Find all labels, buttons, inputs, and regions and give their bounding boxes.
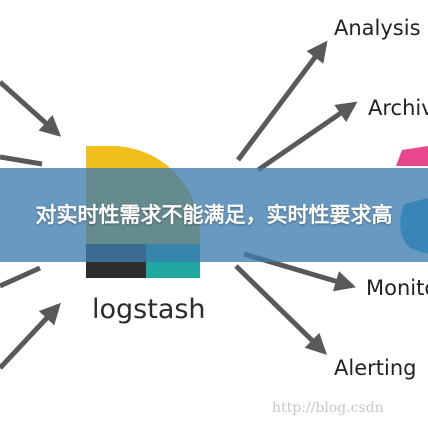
title-banner: 对实时性需求不能满足，实时性要求高 [0,168,428,262]
input-arrow-4 [0,302,61,370]
output-label-monitor: Monito [366,276,428,300]
banner-title: 对实时性需求不能满足，实时性要求高 [35,203,393,227]
logo-pink-shape [396,146,428,166]
output-label-archive: Archiv [368,96,428,120]
input-arrow-1 [0,80,62,137]
watermark: http://blog.csdn [272,400,384,416]
logstash-label: logstash [92,294,206,325]
input-arrow-2 [0,154,43,167]
output-arrow-analysis [236,40,328,162]
output-label-analysis: Analysis [334,16,421,40]
output-label-alerting: Alerting [334,356,417,380]
output-arrow-archive [256,101,358,173]
input-arrow-3 [0,265,42,289]
output-arrow-alerting [234,264,328,355]
